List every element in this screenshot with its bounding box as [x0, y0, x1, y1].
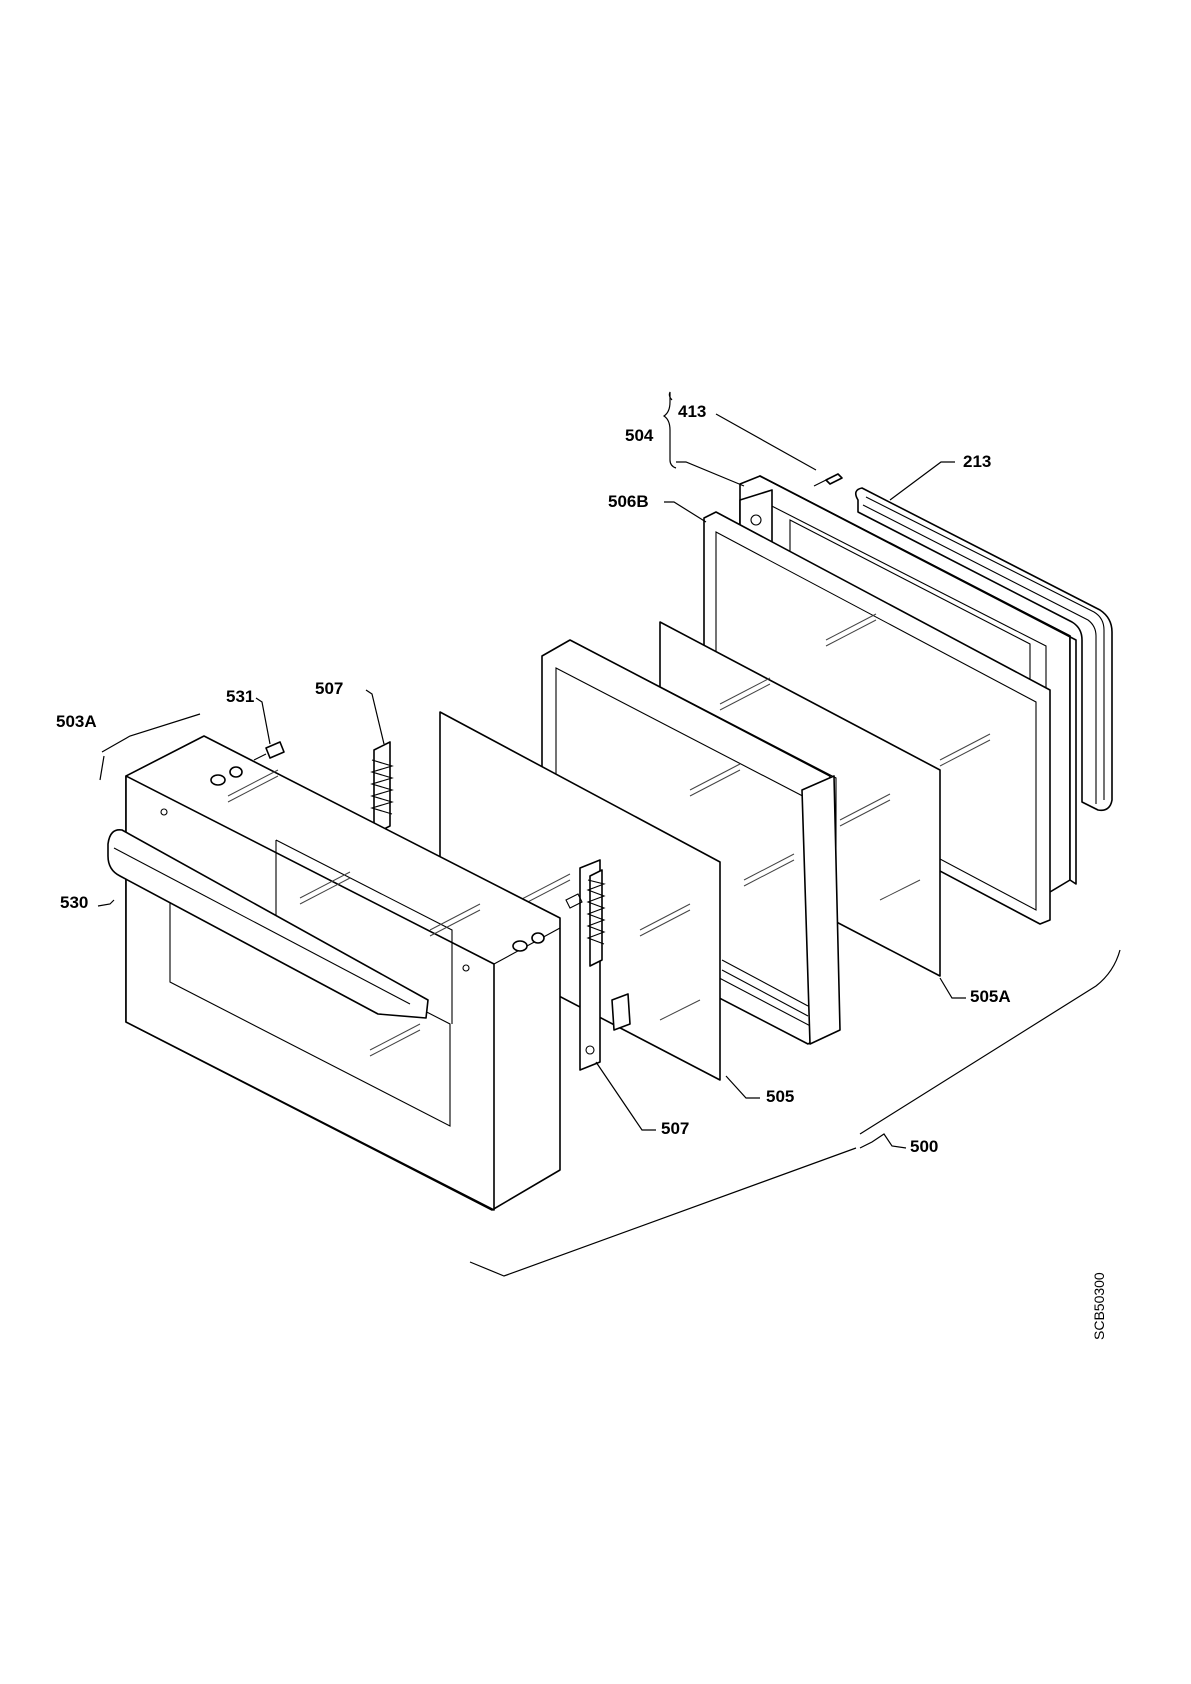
callout-213: 213 — [963, 452, 991, 471]
callout-505A: 505A — [970, 987, 1011, 1006]
callout-504: 504 — [625, 426, 654, 445]
callout-531: 531 — [226, 687, 254, 706]
callout-500: 500 — [910, 1137, 938, 1156]
callout-503A: 503A — [56, 712, 97, 731]
door-seal-gasket — [854, 487, 1113, 812]
drawing-code: SCB50300 — [1091, 1272, 1107, 1340]
callout-506B: 506B — [608, 492, 649, 511]
callout-507-lower: 507 — [661, 1119, 689, 1138]
callout-507-upper: 507 — [315, 679, 343, 698]
screw-413 — [813, 473, 843, 487]
callout-530: 530 — [60, 893, 88, 912]
callout-413: 413 — [678, 402, 706, 421]
leader-lines — [97, 391, 1121, 1277]
hinge-lower — [565, 859, 631, 1071]
callout-505: 505 — [766, 1087, 794, 1106]
hinge-upper — [370, 741, 394, 835]
door-handle — [107, 828, 429, 1019]
screw-531 — [253, 741, 285, 761]
